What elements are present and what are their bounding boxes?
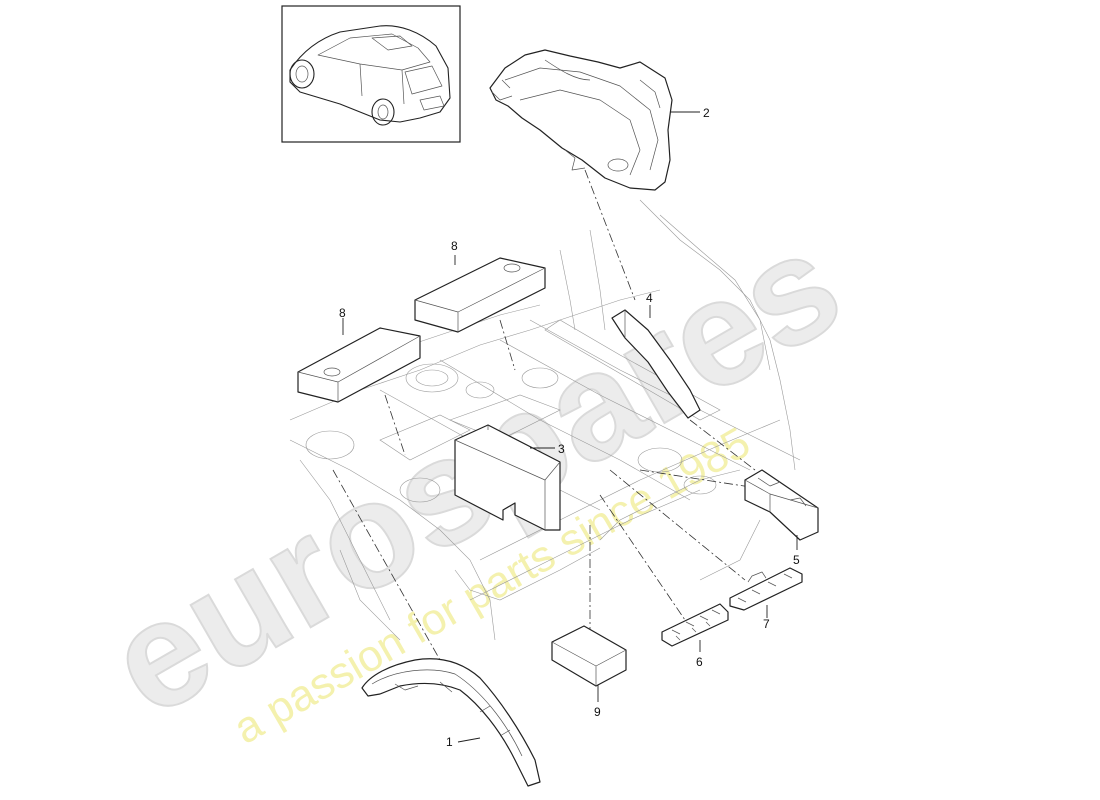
callout-8-left: 8 xyxy=(339,306,346,320)
part-5-bracket-block xyxy=(744,469,819,541)
callout-8-upper: 8 xyxy=(451,239,458,253)
callout-labels: 2 8 8 4 3 5 6 7 9 1 xyxy=(339,106,800,749)
part-3-foam-panel xyxy=(454,424,561,531)
part-1-wheel-arch-liner xyxy=(361,658,541,787)
part-8-foam-block-upper xyxy=(414,257,546,333)
callout-2: 2 xyxy=(703,106,710,120)
part-8-foam-block-left xyxy=(297,327,421,403)
vehicle-thumbnail xyxy=(281,5,461,143)
part-6-clip-strip xyxy=(661,603,729,647)
part-9-foam-block xyxy=(551,625,627,687)
callout-1: 1 xyxy=(446,735,453,749)
callout-3: 3 xyxy=(558,442,565,456)
callout-4: 4 xyxy=(646,291,653,305)
callout-6: 6 xyxy=(696,655,703,669)
suv-icon xyxy=(289,25,451,126)
callout-5: 5 xyxy=(793,553,800,567)
part-4-side-foam xyxy=(611,309,701,419)
callout-9: 9 xyxy=(594,705,601,719)
callout-7: 7 xyxy=(763,617,770,631)
part-2-side-trim-panel xyxy=(489,49,673,191)
leader-lines xyxy=(342,111,798,743)
part-7-clip-strip xyxy=(729,567,803,611)
